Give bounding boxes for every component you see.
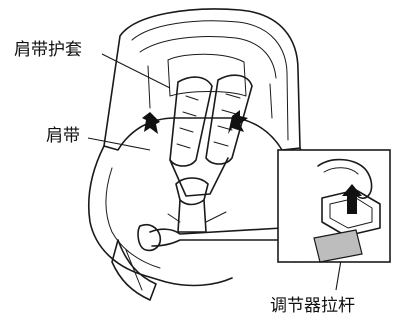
- down-arrow-icon: [228, 110, 248, 134]
- harness-buckle: [167, 157, 229, 233]
- adjuster-strap: [137, 223, 285, 252]
- shoulder-belt-leader: [87, 137, 151, 151]
- shoulder-pad-leader: [101, 53, 171, 89]
- up-arrow-icon: [342, 184, 362, 214]
- shoulder-pad-left: [169, 76, 213, 167]
- shoulder-belt-label: 肩带: [46, 126, 80, 146]
- lever-detail-inset: [277, 149, 391, 263]
- shoulder-pad-right: [205, 74, 253, 165]
- adjuster-lever-label: 调节器拉杆: [270, 296, 355, 316]
- shoulder-pad-label: 肩带护套: [14, 40, 82, 60]
- down-arrow-icon: [142, 112, 160, 134]
